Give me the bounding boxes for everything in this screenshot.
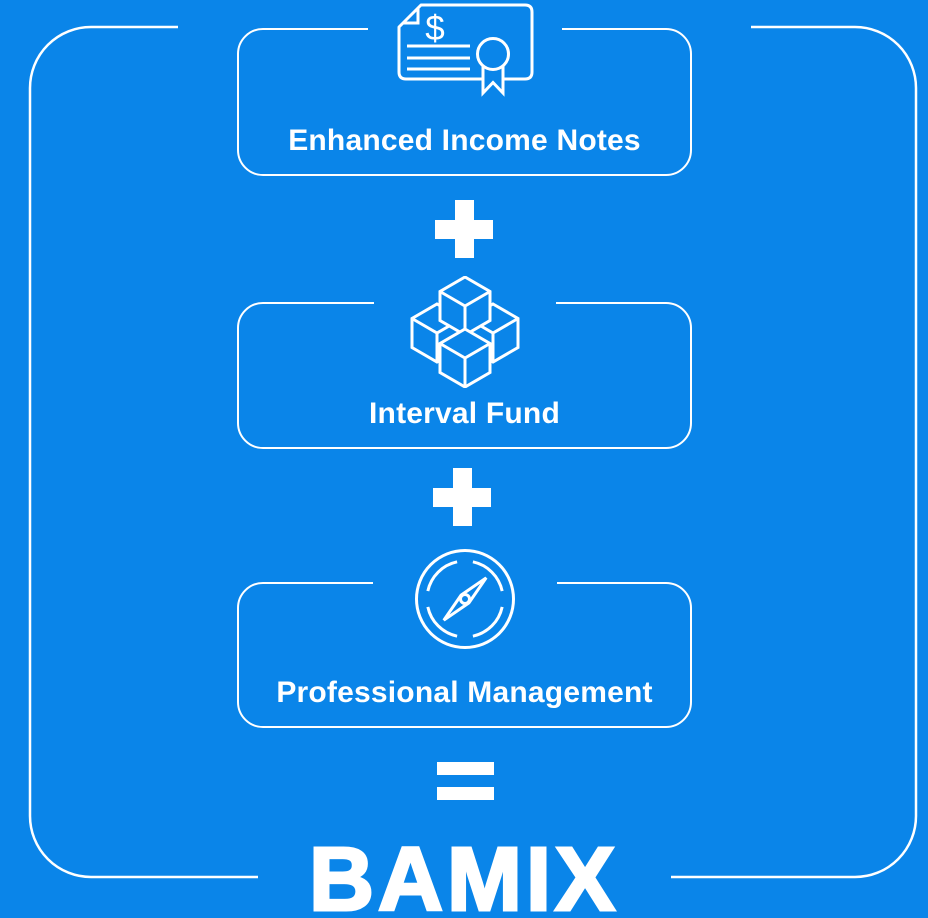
equals-bottom-bar <box>437 787 494 800</box>
card-enhanced-income-notes: $ Enhanced Income Notes <box>237 2 692 176</box>
card-professional-management: Professional Management <box>237 547 692 728</box>
cubes-icon <box>373 276 556 388</box>
compass-svg <box>414 549 515 649</box>
plus-horizontal-bar <box>433 487 491 507</box>
card-interval-fund: Interval Fund <box>237 276 692 449</box>
compass-icon <box>372 547 557 651</box>
plus-icon <box>435 200 493 258</box>
equals-icon <box>437 762 494 800</box>
card-label: Professional Management <box>276 676 653 709</box>
cubes-svg <box>410 276 519 388</box>
dollar-glyph: $ <box>425 9 444 48</box>
result-title: BAMIX <box>308 830 619 918</box>
dollar-certificate-svg: $ <box>397 3 533 97</box>
dollar-certificate-icon: $ <box>367 2 562 97</box>
plus-icon <box>433 468 491 526</box>
plus-horizontal-bar <box>435 219 493 239</box>
card-label: Interval Fund <box>369 397 560 430</box>
equals-top-bar <box>437 762 494 775</box>
card-label: Enhanced Income Notes <box>288 124 641 157</box>
